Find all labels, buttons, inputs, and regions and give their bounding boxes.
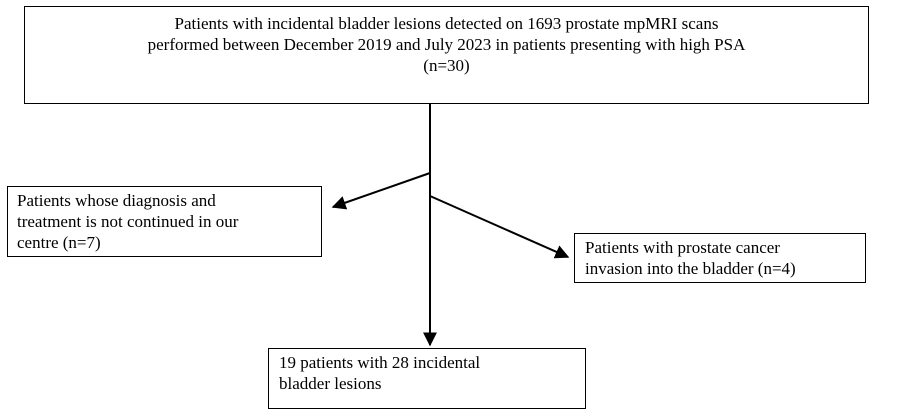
bottom-box-line-2: bladder lesions bbox=[279, 374, 382, 393]
bottom-box-line-1: 19 patients with 28 incidental bbox=[279, 353, 481, 372]
left-box-line-1: Patients whose diagnosis and bbox=[17, 191, 216, 210]
bottom-box-final-cohort: 19 patients with 28 incidental bladder l… bbox=[268, 348, 586, 409]
left-box-excluded-not-continued: Patients whose diagnosis and treatment i… bbox=[7, 186, 322, 257]
left-box-line-2: treatment is not continued in our bbox=[17, 212, 239, 231]
top-box-line-1: Patients with incidental bladder lesions… bbox=[174, 14, 719, 33]
top-box-line-2: performed between December 2019 and July… bbox=[147, 35, 746, 54]
top-box-initial-cohort: Patients with incidental bladder lesions… bbox=[24, 6, 869, 104]
top-box-line-3: (n=30) bbox=[423, 56, 470, 75]
left-branch-arrow bbox=[331, 172, 431, 210]
left-box-line-3: centre (n=7) bbox=[17, 233, 101, 252]
right-box-line-2: invasion into the bladder (n=4) bbox=[585, 259, 796, 278]
right-branch-arrow bbox=[429, 195, 570, 259]
right-box-excluded-cancer-invasion: Patients with prostate cancer invasion i… bbox=[574, 233, 866, 283]
right-box-line-1: Patients with prostate cancer bbox=[585, 238, 780, 257]
